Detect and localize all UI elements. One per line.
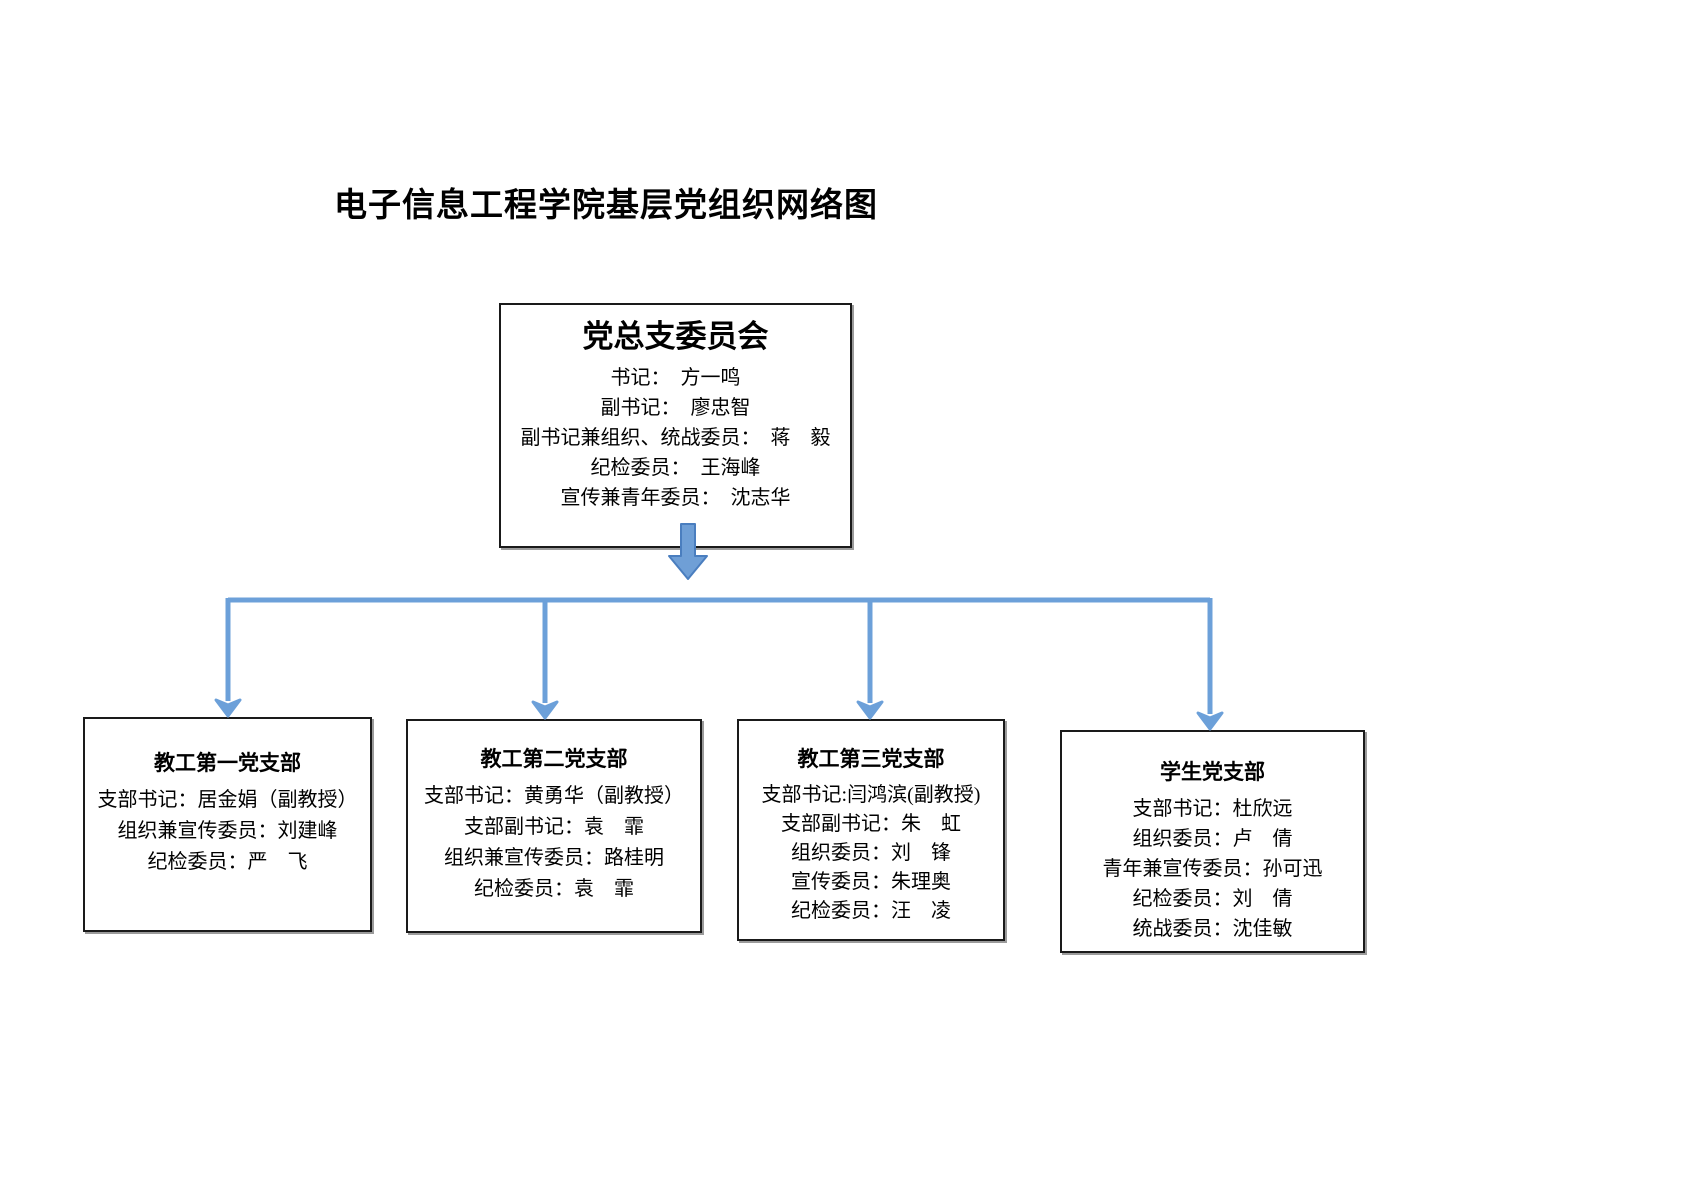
member-line: 纪检委员： 王海峰 (590, 457, 761, 479)
member-line: 宣传委员：朱理奥 (791, 871, 951, 893)
member-line: 宣传兼青年委员： 沈志华 (560, 487, 791, 509)
branch-box-students: 学生党支部 支部书记：杜欣远组织委员：卢 倩青年兼宣传委员：孙可迅纪检委员：刘 … (1060, 730, 1365, 953)
member-line: 副书记： 廖忠智 (600, 397, 751, 419)
branch-title: 教工第二党支部 (480, 748, 628, 771)
root-committee-box: 党总支委员会 书记： 方一鸣副书记： 廖忠智副书记兼组织、统战委员： 蒋 毅纪检… (499, 303, 852, 548)
page-title: 电子信息工程学院基层党组织网络图 (334, 186, 878, 223)
arrowhead-icon-4 (1196, 711, 1224, 731)
member-line: 纪检委员：汪 凌 (791, 900, 951, 922)
member-line: 支部书记:闫鸿滨(副教授) (761, 784, 981, 806)
member-line: 纪检委员：严 飞 (147, 851, 308, 873)
member-line: 组织委员：刘 锋 (791, 842, 951, 864)
branch-title: 学生党支部 (1160, 761, 1265, 784)
arrowhead-icon-2 (531, 700, 559, 720)
member-line: 纪检委员：刘 倩 (1132, 888, 1293, 910)
branch-box-faculty-2: 教工第二党支部 支部书记：黄勇华（副教授） 支部副书记：袁 霏组织兼宣传委员：路桂… (406, 719, 702, 933)
member-line: 支部副书记：朱 虹 (781, 813, 961, 835)
branch-members: 支部书记：杜欣远组织委员：卢 倩青年兼宣传委员：孙可迅纪检委员：刘 倩统战委员：… (1062, 794, 1363, 944)
member-line: 支部副书记：袁 霏 (464, 816, 644, 838)
member-line: 支部书记：居金娟（副教授） (97, 789, 358, 811)
member-line: 组织兼宣传委员：刘建峰 (117, 820, 338, 842)
member-line: 副书记兼组织、统战委员： 蒋 毅 (520, 427, 831, 449)
branch-title: 教工第三党支部 (797, 748, 945, 771)
member-line: 组织委员：卢 倩 (1132, 828, 1293, 850)
branch-members: 支部书记：黄勇华（副教授） 支部副书记：袁 霏组织兼宣传委员：路桂明纪检委员：袁 … (408, 781, 700, 905)
member-line: 书记： 方一鸣 (610, 367, 741, 389)
member-line: 组织兼宣传委员：路桂明 (444, 847, 664, 869)
member-line: 统战委员：沈佳敏 (1132, 918, 1293, 940)
branch-title: 教工第一党支部 (154, 752, 301, 775)
branch-box-faculty-3: 教工第三党支部 支部书记:闫鸿滨(副教授) 支部副书记：朱 虹组织委员：刘 锋宣传… (737, 719, 1005, 941)
member-line: 青年兼宣传委员：孙可迅 (1102, 858, 1323, 880)
arrowhead-icon-1 (214, 698, 242, 718)
arrowhead-icon-3 (856, 700, 884, 720)
member-line: 支部书记：杜欣远 (1132, 798, 1293, 820)
root-committee-members: 书记： 方一鸣副书记： 廖忠智副书记兼组织、统战委员： 蒋 毅纪检委员： 王海峰… (501, 363, 850, 513)
member-line: 纪检委员：袁 霏 (474, 878, 634, 900)
root-committee-title: 党总支委员会 (582, 319, 769, 354)
branch-members: 支部书记：居金娟（副教授） 组织兼宣传委员：刘建峰纪检委员：严 飞 (85, 785, 370, 878)
member-line: 支部书记：黄勇华（副教授） (424, 785, 684, 807)
branch-box-faculty-1: 教工第一党支部 支部书记：居金娟（副教授） 组织兼宣传委员：刘建峰纪检委员：严 飞 (83, 717, 372, 932)
branch-members: 支部书记:闫鸿滨(副教授) 支部副书记：朱 虹组织委员：刘 锋宣传委员：朱理奥纪检… (739, 781, 1003, 926)
